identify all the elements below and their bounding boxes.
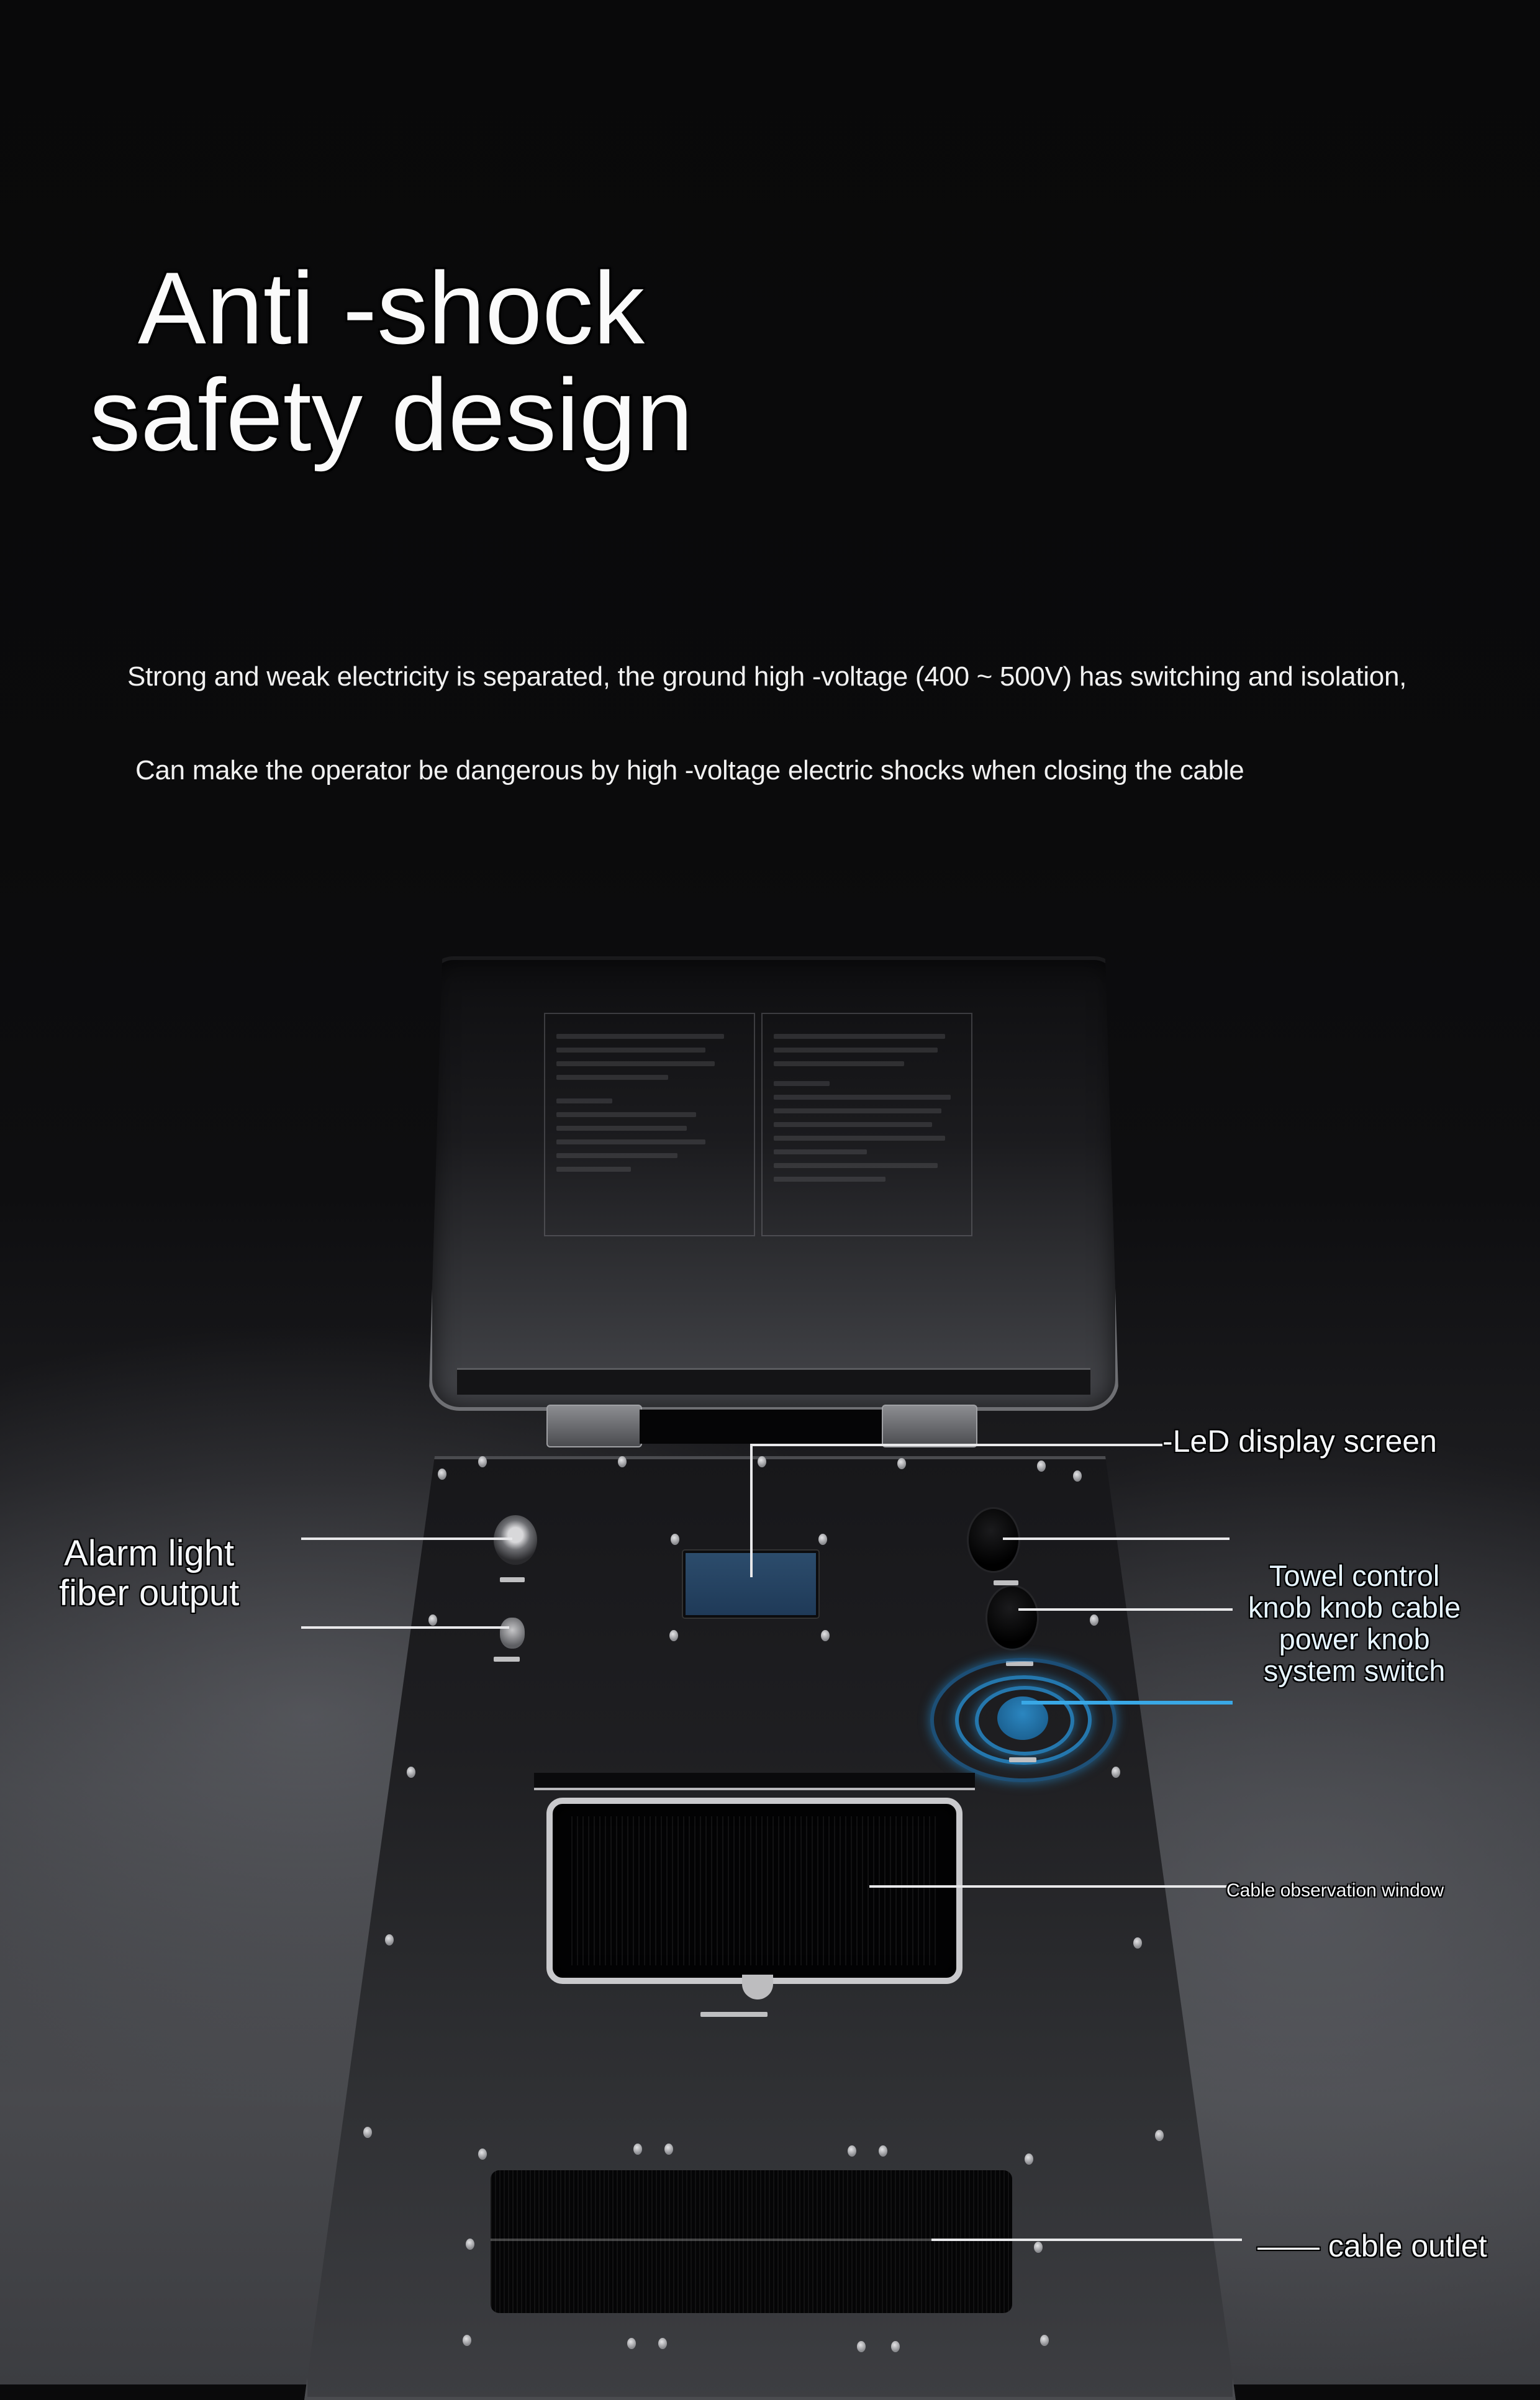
screw xyxy=(857,2341,866,2352)
hinge-right xyxy=(882,1405,977,1447)
title-line-1: Anti -shock xyxy=(137,251,645,365)
screw xyxy=(1025,2153,1033,2165)
observation-window-caption xyxy=(700,2012,768,2017)
screw xyxy=(385,1934,394,1945)
page-title: Anti -shock safety design xyxy=(81,255,702,468)
screw xyxy=(664,2144,673,2155)
screw xyxy=(363,2127,372,2138)
screw xyxy=(758,1456,766,1467)
lid-bottom-rail xyxy=(457,1368,1090,1395)
observation-window-hinge xyxy=(534,1773,975,1790)
screw xyxy=(618,1456,627,1467)
screw xyxy=(669,1630,678,1641)
description-line-2: Can make the operator be dangerous by hi… xyxy=(135,755,1244,786)
alarm-light-leader xyxy=(301,1537,512,1540)
screw xyxy=(1112,1767,1120,1778)
device-lid xyxy=(428,956,1119,1411)
screw xyxy=(478,1456,487,1467)
hinge-gap xyxy=(640,1410,882,1444)
alarm-light-caption xyxy=(500,1577,525,1582)
label-observation-window: Cable observation window xyxy=(1226,1880,1444,1901)
observation-window-leader xyxy=(869,1885,1228,1888)
fiber-output-leader xyxy=(301,1626,509,1629)
label-knobs-line-3: power knob xyxy=(1279,1623,1430,1655)
highlight-ring-middle xyxy=(955,1675,1092,1765)
control-knob-leader xyxy=(1003,1537,1230,1540)
lid-instruction-label-left xyxy=(544,1013,755,1236)
description-line-1: Strong and weak electricity is separated… xyxy=(127,661,1407,692)
led-leader-horizontal xyxy=(750,1444,1162,1446)
screw xyxy=(466,2239,474,2250)
screw xyxy=(1037,1460,1046,1472)
control-knob-caption xyxy=(994,1580,1018,1585)
screw xyxy=(1073,1470,1082,1482)
observation-window-tab xyxy=(742,1975,773,1999)
screw xyxy=(428,1614,437,1626)
screw xyxy=(627,2338,636,2349)
screw xyxy=(821,1630,830,1641)
label-knobs-line-1: Towel control xyxy=(1269,1559,1440,1592)
screw xyxy=(1133,1937,1142,1949)
screw xyxy=(879,2145,887,2157)
screw xyxy=(463,2335,471,2346)
screw xyxy=(1034,2242,1043,2253)
label-cable-outlet: —— cable outlet xyxy=(1257,2229,1487,2263)
cable-observation-window xyxy=(546,1798,962,1984)
led-leader-vertical xyxy=(750,1444,753,1577)
screw xyxy=(438,1469,446,1480)
screw xyxy=(1090,1614,1098,1626)
cable-power-knob-leader xyxy=(1018,1608,1233,1611)
highlight-ring-inner xyxy=(975,1686,1074,1755)
highlight-ring-outer xyxy=(930,1658,1116,1782)
screw xyxy=(1155,2130,1164,2141)
cable-power-knob xyxy=(987,1587,1037,1649)
screw xyxy=(818,1534,827,1545)
cable-outlet-leader xyxy=(931,2239,1242,2241)
fiber-output-caption xyxy=(494,1657,520,1662)
label-fiber-output: fiber output xyxy=(59,1573,240,1613)
screw xyxy=(1040,2335,1049,2346)
screw xyxy=(848,2145,856,2157)
control-knob xyxy=(969,1509,1018,1571)
screw xyxy=(658,2338,667,2349)
label-alarm-light: Alarm light xyxy=(64,1533,235,1574)
cable-coil xyxy=(571,1816,938,1965)
fiber-output-port xyxy=(500,1618,525,1649)
screw xyxy=(671,1534,679,1545)
label-alarm-fiber: Alarm light fiber output xyxy=(59,1534,239,1613)
screw xyxy=(478,2149,487,2160)
lid-instruction-label-right xyxy=(761,1013,972,1236)
alarm-light xyxy=(494,1515,537,1565)
screw xyxy=(891,2341,900,2352)
system-switch-leader xyxy=(1021,1701,1233,1705)
title-line-2: safety design xyxy=(89,358,694,472)
cable-outlet-seam xyxy=(491,2239,1012,2241)
system-switch-highlight xyxy=(930,1658,1116,1782)
label-knobs-line-4: system switch xyxy=(1263,1654,1446,1687)
label-knobs-line-2: knob knob cable xyxy=(1248,1591,1461,1624)
label-knobs-switch: Towel control knob knob cable power knob… xyxy=(1248,1560,1461,1687)
screw xyxy=(633,2144,642,2155)
cable-outlet-brush xyxy=(491,2170,1012,2313)
screw xyxy=(407,1767,415,1778)
system-switch-caption xyxy=(1009,1757,1036,1762)
hinge-left xyxy=(546,1405,642,1447)
label-led-display: -LeD display screen xyxy=(1162,1424,1437,1459)
screw xyxy=(897,1458,906,1469)
